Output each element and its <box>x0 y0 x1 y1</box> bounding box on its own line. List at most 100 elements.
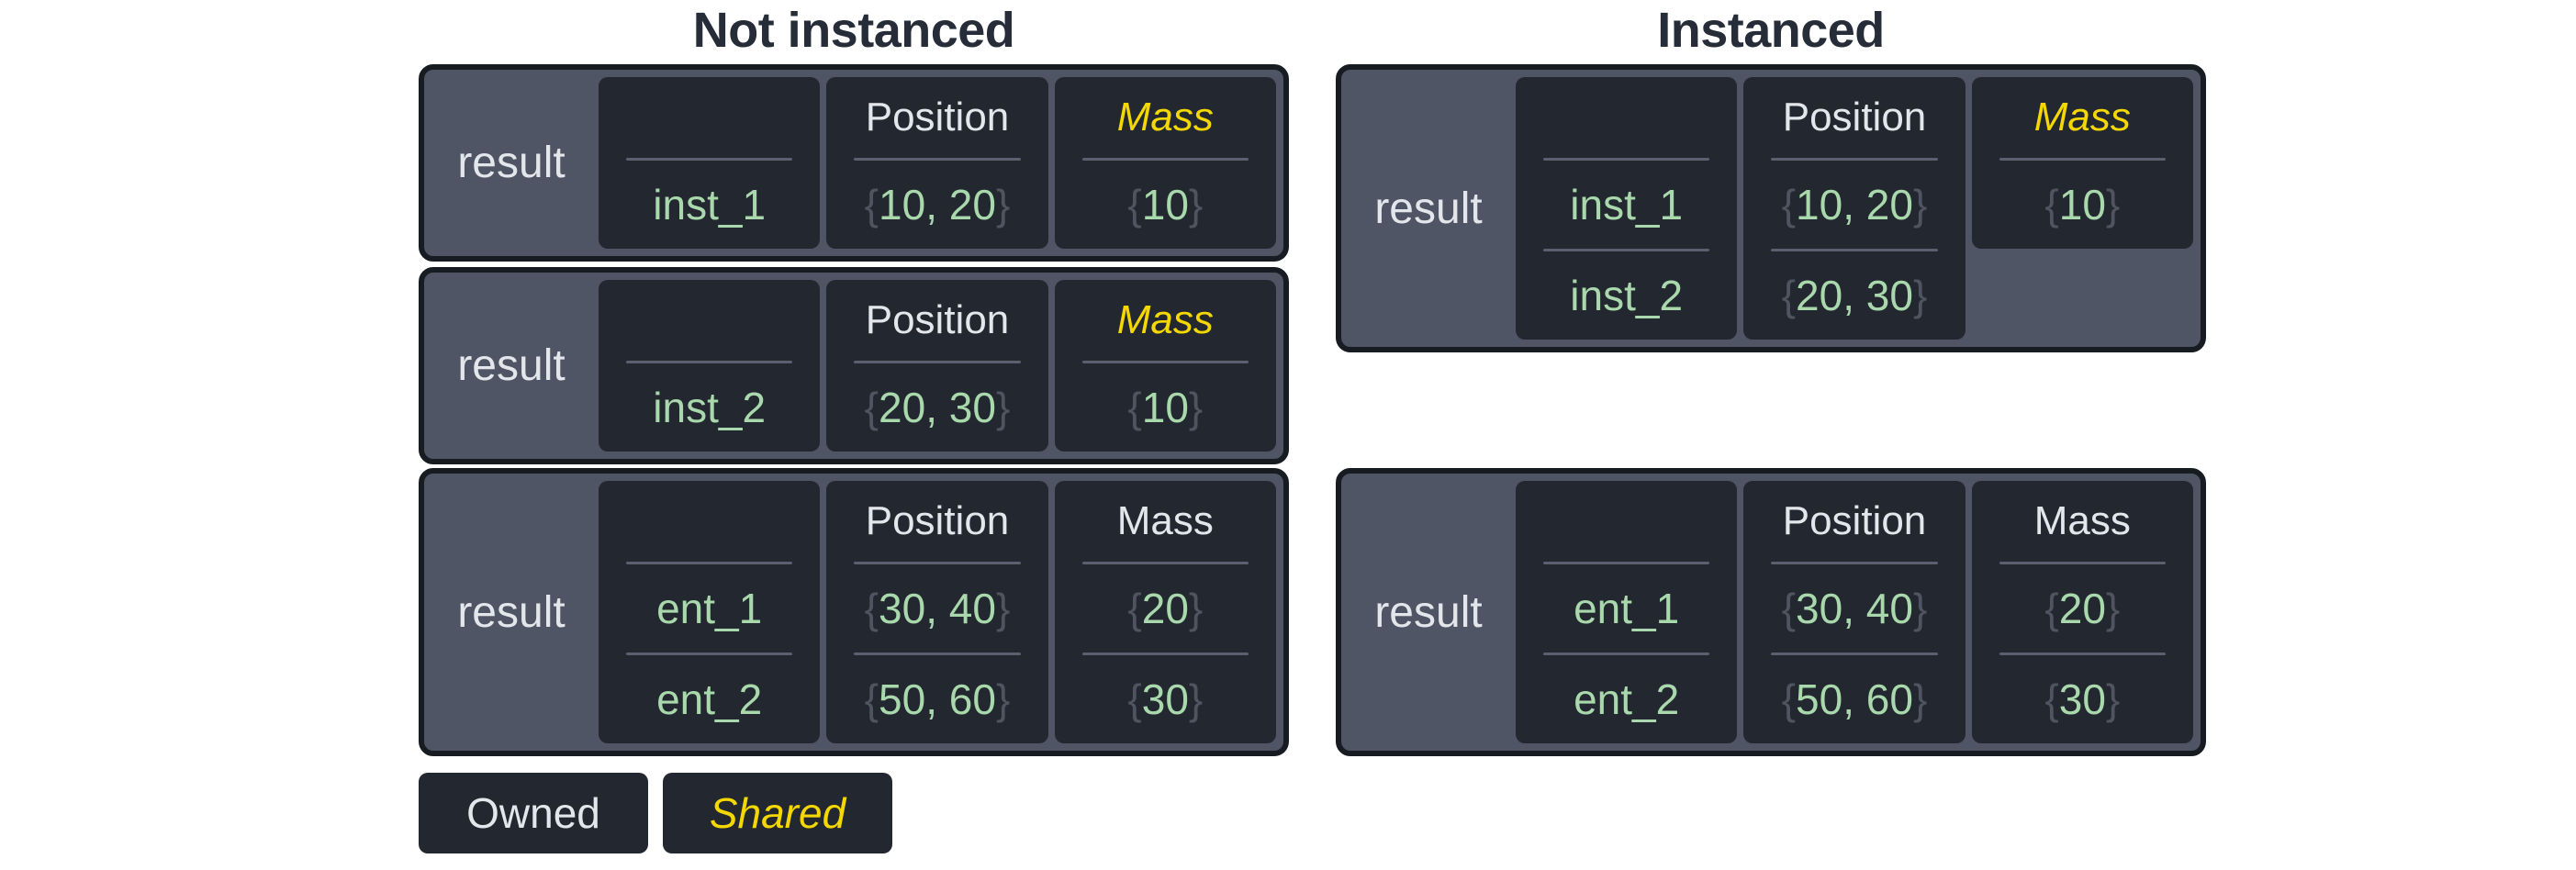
close-brace: } <box>2105 675 2121 723</box>
component-row: {30, 40} <box>1743 564 1965 652</box>
archetype-cells: inst_1 Position {10, 20} Mass {10} <box>599 70 1283 256</box>
row-divider <box>1771 652 1938 655</box>
entity-row: inst_1 <box>599 161 820 249</box>
row-divider <box>1771 249 1938 251</box>
open-brace: { <box>1781 272 1797 319</box>
row-divider <box>854 652 1021 655</box>
query-result-table: result inst_2 Position {20, 30} Mass {10… <box>419 267 1289 464</box>
component-row: {50, 60} <box>826 655 1047 743</box>
row-divider <box>1771 158 1938 161</box>
component-row: {20} <box>1055 564 1276 652</box>
position-column: Position {30, 40} {50, 60} <box>826 481 1048 743</box>
row-divider <box>1081 158 1249 161</box>
open-brace: { <box>2044 585 2059 632</box>
row-divider <box>626 361 793 363</box>
row-divider <box>854 562 1021 564</box>
column-header: Position <box>865 498 1010 543</box>
component-row: {10, 20} <box>826 161 1047 249</box>
row-divider <box>1999 158 2166 161</box>
position-column: Position {30, 40} {50, 60} <box>1743 481 1966 743</box>
component-row: {20, 30} <box>1743 251 1965 340</box>
close-brace: } <box>1912 675 1928 723</box>
entity-row: ent_1 <box>599 564 820 652</box>
entity-column: inst_1 inst_2 <box>1516 77 1738 340</box>
close-brace: } <box>995 384 1011 431</box>
open-brace: { <box>1127 585 1142 632</box>
legend-shared: Shared <box>663 773 892 853</box>
row-divider <box>1771 562 1938 564</box>
component-row: {30} <box>1972 655 2193 743</box>
entity-name: inst_1 <box>653 181 767 229</box>
component-value: 20 <box>1141 585 1189 632</box>
open-brace: { <box>1127 181 1142 229</box>
open-brace: { <box>864 181 879 229</box>
section-title-instanced: Instanced <box>1657 3 1885 58</box>
position-column: Position {20, 30} <box>826 280 1048 452</box>
archetype-cells: ent_1 ent_2 Position {30, 40} {50, 60} M… <box>1516 474 2201 751</box>
component-value: 20 <box>2058 585 2106 632</box>
column-header <box>1516 77 1737 158</box>
component-value: 30, 40 <box>1796 585 1913 632</box>
entity-column: ent_1 ent_2 <box>599 481 821 743</box>
open-brace: { <box>864 675 879 723</box>
component-row: {10} <box>1972 161 2193 249</box>
row-divider <box>1999 652 2166 655</box>
close-brace: } <box>2105 181 2121 229</box>
component-row: {10} <box>1055 161 1276 249</box>
mass-column: Mass {20} {30} <box>1971 481 2193 743</box>
mass-column: Mass {20} {30} <box>1054 481 1276 743</box>
mass-column: Mass {10} <box>1054 77 1276 249</box>
query-result-table: result ent_1 ent_2 Position {30, 40} {50… <box>1336 468 2206 756</box>
component-row: {50, 60} <box>1743 655 1965 743</box>
entity-name: ent_2 <box>1574 675 1680 723</box>
legend-owned: Owned <box>419 773 648 853</box>
close-brace: } <box>1188 585 1204 632</box>
column-header-shared: Mass <box>1116 95 1214 139</box>
component-row: {10} <box>1055 363 1276 452</box>
component-row: {10, 20} <box>1743 161 1965 249</box>
mass-column: Mass {10} <box>1054 280 1276 452</box>
result-label: result <box>457 341 566 390</box>
column-header: Position <box>1782 95 1927 139</box>
component-value: 10 <box>1141 181 1189 229</box>
row-divider <box>626 652 793 655</box>
entity-column: inst_2 <box>599 280 821 452</box>
component-value: 10 <box>2058 181 2106 229</box>
component-value: 30 <box>1141 675 1189 723</box>
column-header <box>1516 481 1737 562</box>
row-divider <box>1543 249 1710 251</box>
component-value: 20, 30 <box>879 384 996 431</box>
component-value: 20, 30 <box>1796 272 1913 319</box>
row-divider <box>626 158 793 161</box>
component-value: 30, 40 <box>879 585 996 632</box>
entity-column: ent_1 ent_2 <box>1516 481 1738 743</box>
query-result-table: result inst_1 inst_2 Position {10, 20} {… <box>1336 64 2206 352</box>
entity-name: inst_2 <box>653 384 767 431</box>
result-label: result <box>1374 184 1483 233</box>
legend-shared-label: Shared <box>709 789 846 837</box>
row-divider <box>626 562 793 564</box>
entity-name: ent_1 <box>656 585 763 632</box>
open-brace: { <box>1781 675 1797 723</box>
row-divider <box>1543 652 1710 655</box>
row-divider <box>854 361 1021 363</box>
row-divider <box>1543 158 1710 161</box>
column-header <box>599 481 820 562</box>
component-row: {20, 30} <box>826 363 1047 452</box>
close-brace: } <box>1188 384 1204 431</box>
column-header: Position <box>865 297 1010 342</box>
column-header: Position <box>865 95 1010 139</box>
component-value: 10 <box>1141 384 1189 431</box>
close-brace: } <box>1912 585 1928 632</box>
result-label: result <box>457 587 566 637</box>
close-brace: } <box>995 675 1011 723</box>
position-column: Position {10, 20} <box>826 77 1048 249</box>
mass-column-shared-short: Mass {10} <box>1971 77 2193 249</box>
row-divider <box>854 158 1021 161</box>
entity-row: inst_2 <box>599 363 820 452</box>
component-row: {20} <box>1972 564 2193 652</box>
entity-row: inst_2 <box>1516 251 1737 340</box>
component-row: {30} <box>1055 655 1276 743</box>
entity-name: ent_2 <box>656 675 763 723</box>
component-value: 50, 60 <box>1796 675 1913 723</box>
